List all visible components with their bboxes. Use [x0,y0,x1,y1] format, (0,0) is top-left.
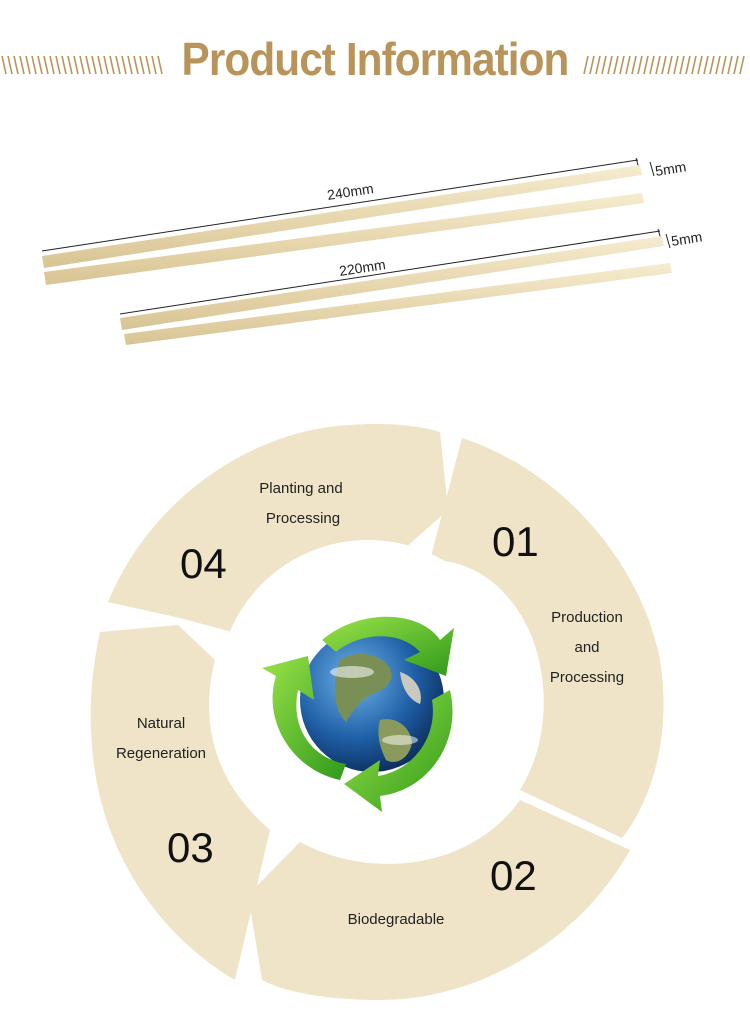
segment-01 [430,438,664,838]
segment-04-line-1: Planting and [259,480,342,497]
segment-03-line-2: Regeneration [116,745,206,762]
decorative-hatch-right [583,55,745,75]
segment-02 [248,800,630,1000]
page-title: Product Information [181,33,570,85]
globe-recycle-icon [262,616,454,812]
segment-02-number: 02 [490,852,537,899]
segment-03 [90,625,271,980]
segment-01-line-1: Production [551,609,623,626]
long-width-label: 5mm [654,158,687,179]
long-length-label: 240mm [326,180,375,203]
segment-01-line-2: and [574,639,599,656]
short-width-label: 5mm [670,228,703,249]
segment-03-number: 03 [167,824,214,871]
segment-02-line-1: Biodegradable [348,911,445,928]
long-length-line [41,159,639,252]
long-stick-bottom [44,193,644,285]
segment-03-line-1: Natural [137,715,185,732]
segment-04-number: 04 [180,540,227,587]
short-length-label: 220mm [338,256,387,279]
short-stick-bottom [124,263,672,345]
lifecycle-diagram: 01 Production and Processing 02 Biodegra… [90,423,664,1000]
decorative-hatch-left [1,55,163,75]
long-stick-top [42,165,642,268]
segment-04 [108,423,448,632]
short-stick-top [120,236,664,330]
chopsticks-illustration: 240mm 5mm 220mm 5mm [41,157,703,345]
segment-01-line-3: Processing [550,669,624,686]
segment-01-number: 01 [492,518,539,565]
short-length-line [119,230,661,315]
segment-04-line-2: Processing [266,510,340,527]
